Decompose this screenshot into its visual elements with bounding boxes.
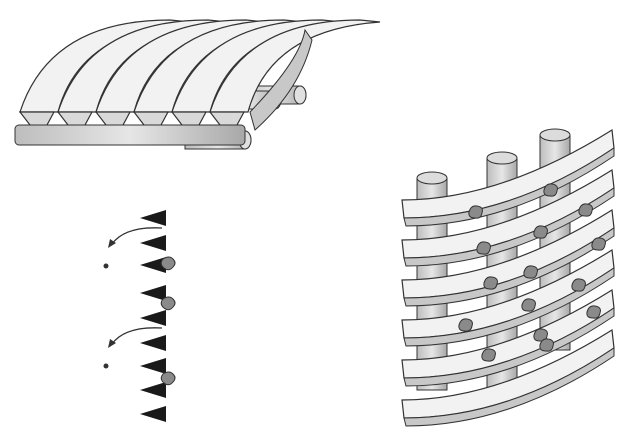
screen-cylinder-panel — [401, 128, 615, 427]
wedge-profile — [140, 406, 166, 422]
flow-arrow — [111, 227, 163, 245]
wedge-profile — [140, 235, 166, 251]
wedge-profile — [140, 358, 166, 374]
slat-shadow — [403, 227, 615, 307]
wedge-profile — [140, 210, 166, 226]
wedge-profile — [140, 310, 166, 326]
curved-wedge-bar — [209, 19, 381, 113]
slat-shadow — [403, 347, 615, 427]
particle — [160, 296, 176, 311]
wedge-profile — [140, 382, 166, 398]
trapped-particle — [571, 278, 586, 292]
trapped-particle — [476, 241, 491, 255]
support-rod-top — [539, 128, 571, 142]
trapped-particle — [468, 205, 483, 219]
slot-flow-detail-panel — [103, 210, 176, 422]
trapped-particle — [533, 225, 548, 239]
trapped-particle — [578, 203, 593, 217]
support-rod-top — [486, 151, 518, 165]
support-rod-top — [416, 171, 448, 185]
particle — [160, 256, 176, 271]
curved-wedge-bars-panel — [14, 19, 381, 150]
trapped-particle — [591, 237, 606, 251]
slat-shadow — [403, 267, 615, 347]
wedge-profile — [140, 257, 166, 273]
wedge-profile — [140, 335, 166, 351]
trapped-particle — [533, 328, 548, 342]
trapped-particle — [539, 338, 554, 352]
arrow-head-icon — [108, 239, 116, 248]
arrow-head-icon — [108, 339, 116, 348]
particle-dot — [103, 363, 109, 369]
flow-arrow — [111, 327, 163, 345]
slat-shadow — [403, 187, 615, 267]
trapped-particle — [481, 348, 496, 362]
bar-end-face — [249, 28, 313, 131]
trapped-particle — [483, 276, 498, 290]
particle — [160, 371, 176, 386]
trapped-particle — [523, 265, 538, 279]
wedge-profile — [140, 285, 166, 301]
front-support-rod — [14, 124, 246, 146]
trapped-particle — [458, 318, 473, 332]
slat-shadow — [403, 307, 615, 387]
trapped-particle — [543, 183, 558, 197]
trapped-particle — [521, 298, 536, 312]
particle-dot — [103, 263, 109, 269]
support-rod-end — [293, 85, 307, 105]
trapped-particle — [586, 305, 601, 319]
